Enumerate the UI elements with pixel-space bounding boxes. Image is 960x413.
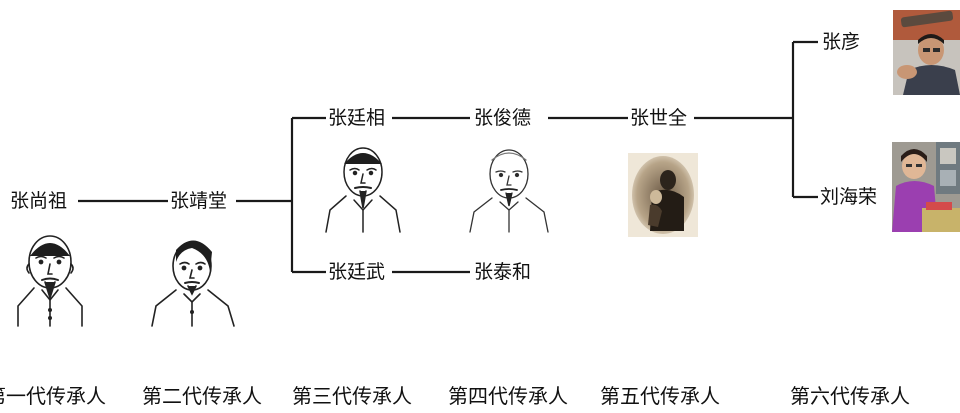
name-g4a: 张俊德	[472, 106, 534, 130]
portrait-g4a-sketch	[466, 142, 552, 234]
name-g4b: 张泰和	[472, 260, 534, 284]
portrait-g5-photo	[628, 153, 698, 237]
name-g1: 张尚祖	[8, 189, 70, 213]
portrait-g2-sketch	[146, 232, 242, 328]
generation-label-4: 第四代传承人	[448, 384, 568, 408]
portrait-g1-sketch	[12, 226, 88, 328]
name-g6a: 张彦	[820, 30, 863, 54]
name-g6b: 刘海荣	[818, 185, 880, 209]
portrait-g3a-sketch	[322, 140, 404, 234]
generation-label-1: 第一代传承人	[0, 384, 106, 408]
name-g3b: 张廷武	[326, 260, 388, 284]
portrait-g6b-photo	[892, 142, 960, 232]
name-g5: 张世全	[628, 106, 690, 130]
generation-label-3: 第三代传承人	[292, 384, 412, 408]
generation-label-5: 第五代传承人	[600, 384, 720, 408]
name-g3a: 张廷相	[326, 106, 388, 130]
generation-label-2: 第二代传承人	[142, 384, 262, 408]
name-g2: 张靖堂	[168, 189, 230, 213]
portrait-g6a-photo	[893, 10, 960, 95]
generation-label-6: 第六代传承人	[790, 384, 910, 408]
